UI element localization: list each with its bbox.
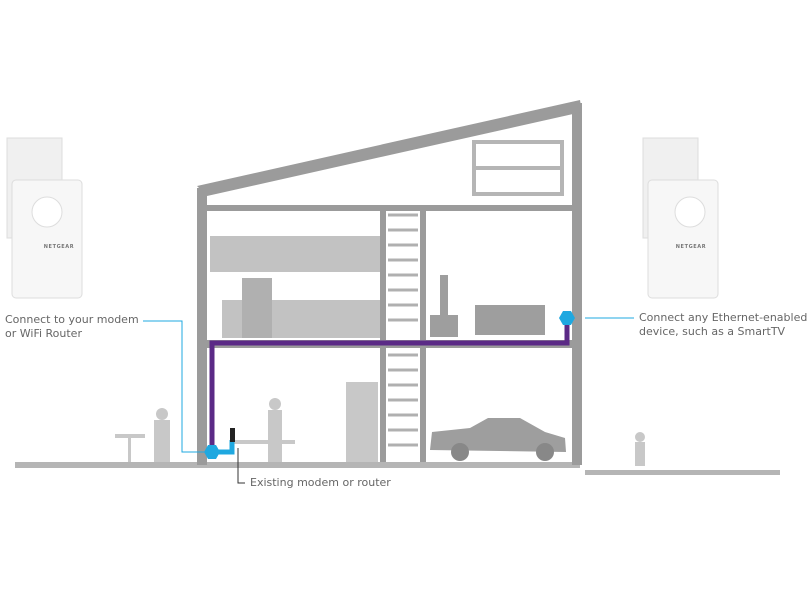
ground-right [585, 470, 780, 475]
bookshelf [346, 382, 378, 462]
left-label-line2: or WiFi Router [5, 327, 82, 340]
right-label-line1: Connect any Ethernet-enabled [639, 311, 808, 324]
people [115, 398, 645, 466]
modem [230, 428, 235, 442]
bunk-bed [472, 140, 564, 196]
ground-left [15, 462, 580, 468]
powerline-adapter-left: NETGEAR [6, 137, 83, 299]
powerline-wire [209, 318, 570, 448]
left-callout-label: Connect to your modem or WiFi Router [5, 313, 139, 341]
left-label-line1: Connect to your modem [5, 313, 139, 326]
kitchen [210, 236, 380, 338]
modem-callout-label: Existing modem or router [250, 476, 391, 489]
right-callout-label: Connect any Ethernet-enabled device, suc… [639, 311, 807, 339]
callout-left [143, 320, 204, 453]
callout-bottom [237, 448, 245, 484]
ethernet-cable [218, 440, 235, 455]
car [430, 418, 566, 461]
stairs [388, 213, 418, 447]
adapter-hex-downstairs [204, 445, 220, 459]
living-room [430, 275, 545, 337]
adapter-brand-right: NETGEAR [676, 244, 706, 250]
adapter-brand-left: NETGEAR [44, 244, 74, 250]
adapter-hex-upstairs [559, 311, 575, 325]
right-label-line2: device, such as a SmartTV [639, 325, 786, 338]
powerline-adapter-right: NETGEAR [642, 137, 719, 299]
